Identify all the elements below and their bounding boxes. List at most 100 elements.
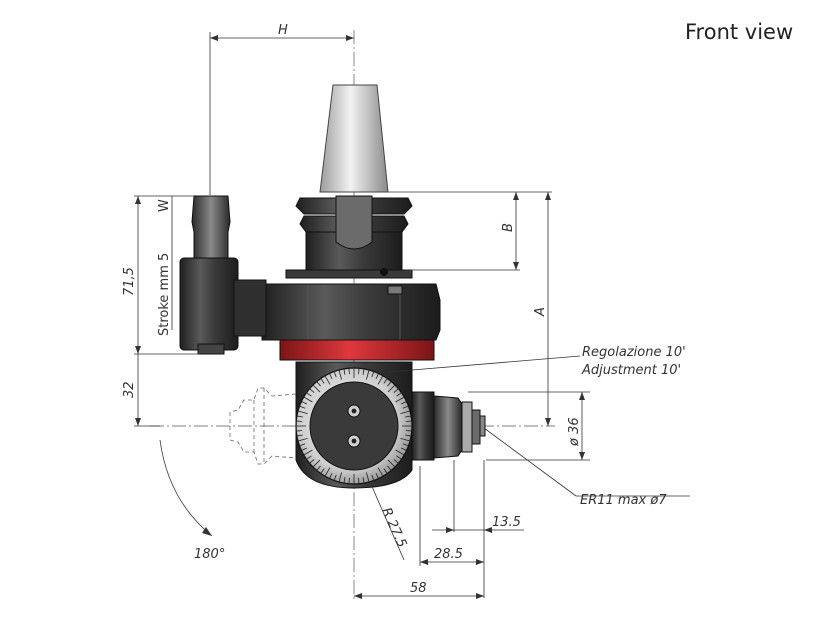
dimension-h: H [209,23,354,195]
stroke-dimension: Stroke mm 5 W [157,196,173,336]
dial-tick [343,368,346,375]
dial-tick [366,369,370,380]
dial-tick [396,455,402,460]
collet-callout: ER11 max ø7 [483,427,690,508]
dial-tick [366,472,370,483]
dial-tick [297,410,308,414]
view-title: Front view [685,20,794,44]
dial-tick [358,368,360,375]
dimension-dia36-label: ø 36 [567,417,582,447]
dial-tick [312,459,321,468]
dial-tick [320,378,325,384]
dimension-32-label: 32 [122,381,137,398]
dimension-a: A [533,192,551,426]
dial-tick [400,438,411,442]
dimension-dia36: ø 36 [468,391,590,461]
dial-tick [400,410,411,414]
dial-tick [405,430,412,432]
dial-tick [405,434,412,437]
dial-tick [402,443,409,447]
dial-tick [400,401,407,405]
main-housing [261,283,441,361]
dimension-32: 32 [122,354,160,427]
dial-tick [375,472,379,479]
dimension-28-5-label: 28.5 [434,547,463,562]
dimension-b-label: B [501,223,516,232]
dial-tick [405,420,412,422]
dial-ticks [296,368,412,484]
dial-tick [296,420,303,422]
dial-tick [377,467,384,477]
dimension-b: B [388,191,552,271]
dial-tick [338,472,342,483]
dial-tick [371,371,375,378]
dial-tick [296,415,303,418]
rotation-angle-label: 180° [194,547,225,562]
dial-tick [303,449,313,456]
output-spindle [411,391,486,461]
dial-tick [400,447,407,451]
dial-tick [387,381,392,387]
dimension-28-5: 28.5 [419,466,484,566]
dial-tick [324,467,331,477]
rotated-position-phantom [229,387,297,465]
dial-tick [375,373,379,380]
dial-tick [306,455,312,460]
rotation-arc: 180° [159,439,225,562]
dial-tick [393,388,399,393]
dial-tick [387,459,396,468]
dial-tick [309,388,315,393]
dial-tick [387,465,392,471]
dial-tick [348,477,350,484]
dial-tick [383,378,388,384]
dial-tick [324,375,331,385]
dial-tick [377,375,384,385]
dial-tick [343,477,346,484]
dial-tick [362,368,365,375]
dial-tick [396,392,402,397]
adjustment-callout: Regolazione 10' Adjustment 10' [387,345,686,378]
dial-tick [333,371,337,378]
dimension-71-5: 71,5 [122,195,200,355]
dimension-13-5-label: 13.5 [492,515,521,530]
adjustment-label-it: Regolazione 10' [582,345,686,360]
radius-label: R 27.5 [378,506,409,551]
dial-tick [395,396,405,403]
stop-block [179,195,267,355]
dial-tick [303,396,313,403]
dial-tick [387,384,396,393]
dial-tick [333,474,337,481]
dial-tick [393,459,399,464]
dial-tick [405,415,412,418]
dial-tick [306,392,312,397]
dial-tick [299,443,306,447]
dimension-h-label: H [278,23,288,38]
red-ring [279,339,435,361]
dial-tick [338,369,342,380]
dial-tick [316,465,321,471]
angle-head-housing [295,361,413,489]
dimension-13-5: 13.5 [432,460,524,598]
dial-tick [402,405,409,409]
dial-tick [348,368,350,375]
dial-tick [329,373,333,380]
stroke-w-label: W [157,199,172,212]
dial-tick [358,477,360,484]
dimension-58: 58 [354,581,484,599]
dial-tick [383,468,388,474]
dial-tick [296,430,303,432]
dial-inner [309,381,399,471]
dial-tick [371,474,375,481]
adjustment-label-en: Adjustment 10' [581,363,681,378]
dial-tick [312,384,321,393]
dimension-radius: R 27.5 [369,481,409,561]
dial-tick [297,438,308,442]
dial-tick [309,459,315,464]
dial-tick [320,468,325,474]
stroke-label: Stroke mm 5 [157,253,172,336]
dial-tick [362,477,365,484]
dimension-a-label: A [533,307,548,317]
dimension-58-label: 58 [410,581,427,596]
dial-tick [316,381,321,387]
